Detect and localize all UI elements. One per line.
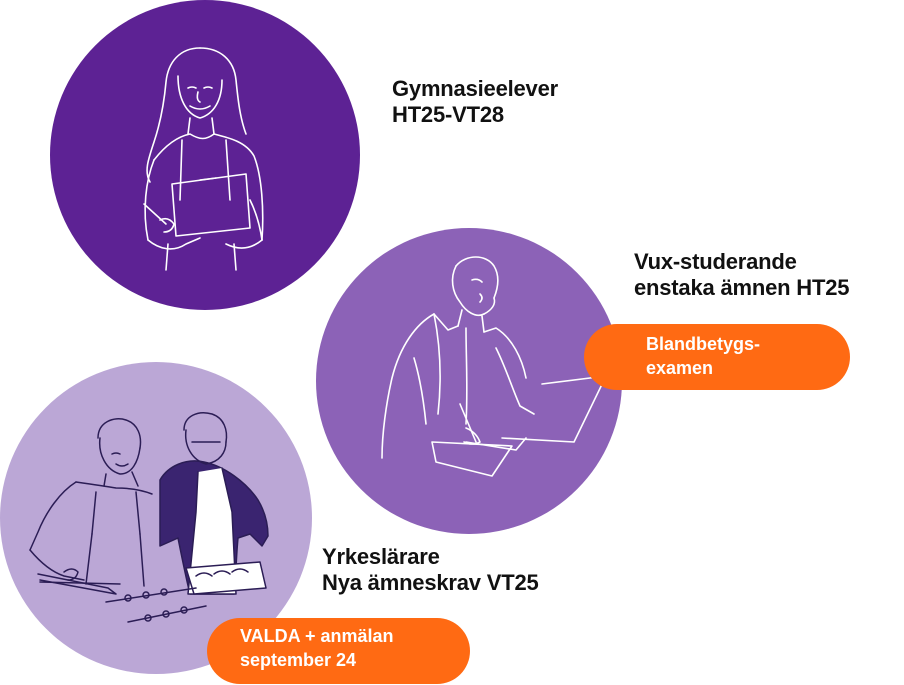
vux-studerande-heading: Vux-studerande enstaka ämnen HT25 — [634, 249, 849, 301]
yrkeslarare-title: Yrkeslärare — [322, 544, 440, 569]
vux-studerande-period: enstaka ämnen HT25 — [634, 275, 850, 300]
yrkeslarare-subtitle: Nya ämneskrav VT25 — [322, 570, 539, 595]
blandbetygsexamen-badge: Blandbetygs- examen — [584, 324, 850, 390]
yrkeslarare-heading: Yrkeslärare Nya ämneskrav VT25 — [322, 544, 539, 596]
cooks-preparing-food-illustration — [29, 412, 269, 623]
valda-anmalan-badge: VALDA + anmälan september 24 — [207, 618, 470, 684]
vux-studerande-title: Vux-studerande — [634, 249, 797, 274]
gymnasieelever-title: Gymnasieelever — [392, 76, 558, 101]
gymnasieelever-circle — [50, 0, 360, 310]
gymnasieelever-heading: Gymnasieelever HT25-VT28 — [392, 76, 558, 128]
student-with-clipboard-illustration — [143, 47, 264, 271]
valda-anmalan-badge-line2: september 24 — [240, 650, 357, 670]
gymnasieelever-period: HT25-VT28 — [392, 102, 504, 127]
yrkeslarare-circle — [0, 362, 312, 674]
blandbetygsexamen-badge-line1: Blandbetygs- — [646, 334, 761, 354]
adult-student-at-laptop-illustration — [381, 256, 607, 477]
vux-studerande-circle — [316, 228, 622, 534]
valda-anmalan-badge-line1: VALDA + anmälan — [240, 626, 394, 646]
blandbetygsexamen-badge-line2: examen — [646, 358, 714, 378]
